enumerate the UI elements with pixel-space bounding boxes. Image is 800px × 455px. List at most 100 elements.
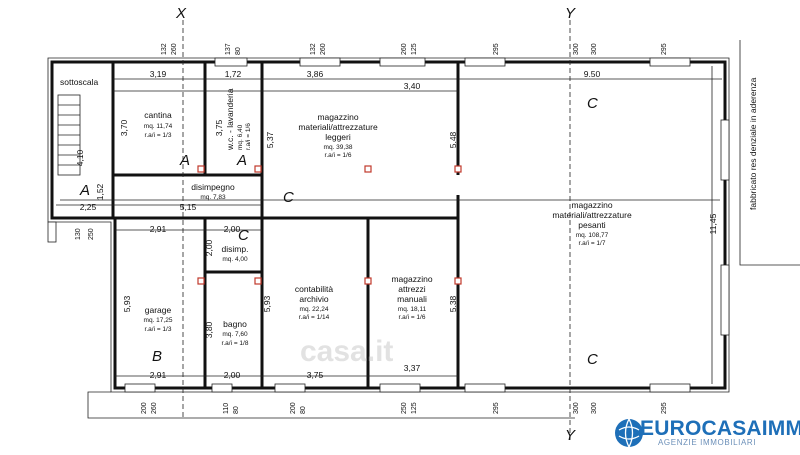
dim-370: 3,70 [119,119,129,136]
room-disimp-name: disimp. [222,244,249,254]
room-magazzino-pesanti-line2: materiali/attrezzature [552,210,632,220]
opening-left-1: 130 [75,228,82,240]
opening-top-2: 260 [171,43,178,55]
room-magazzino-leggeri-area: mq. 39,38 [324,144,353,151]
opening-bottom-4: 80 [233,406,240,414]
agency-logo [612,416,800,450]
room-bagno-name: bagno [223,319,247,329]
dim-172: 1,72 [225,69,242,79]
room-lavanderia-ratio: r.a/i = 1/6 [245,123,252,150]
opening-top-1: 132 [161,43,168,55]
opening-bottom-6: 80 [300,406,307,414]
opening-bottom-11: 300 [591,402,598,414]
room-contabilita-ratio: r.a/i = 1/14 [299,314,330,321]
room-sottoscala: sottoscala [60,77,99,87]
stairs [57,94,81,176]
room-garage-ratio: r.a/i = 1/3 [145,326,172,333]
pillars [197,165,462,285]
room-magazzino-leggeri-line1: magazzino [317,112,358,122]
room-magazzino-manuali-ratio: r.a/i = 1/6 [399,314,426,321]
dim-375: 3,75 [214,119,224,136]
dim-410: 4,10 [75,149,85,166]
dim-537: 5,37 [265,131,275,148]
opening-top-11: 300 [591,43,598,55]
room-contabilita-line2: archivio [299,294,329,304]
room-garage-name: garage [145,305,172,315]
dim-152: 1,52 [95,183,105,200]
opening-bottom-8: 125 [411,402,418,414]
logo-name: EUROCASAIMM [640,417,800,440]
room-contabilita-line1: contabilità [295,284,334,294]
opening-top-3: 137 [225,43,232,55]
dim-548: 5.48 [448,131,458,148]
zone-c-1: C [283,189,294,206]
zone-c-3: C [587,95,598,112]
room-magazzino-pesanti-line3: pesanti [578,220,606,230]
zone-b: B [152,348,162,365]
dim-593-archivio: 5,93 [262,295,272,312]
dim-380: 3,80 [204,321,214,338]
room-magazzino-manuali-line3: manuali [397,294,427,304]
axis-x-top: X [175,5,187,22]
zone-c-2: C [238,227,249,244]
section-lines [60,20,720,440]
globe-icon [615,418,643,448]
room-magazzino-manuali-line1: magazzino [391,274,432,284]
room-magazzino-manuali-line2: attrezzi [398,284,426,294]
axis-y-top: Y [565,5,576,22]
dim-200-top: 2,00 [224,224,241,234]
dim-200-vertical: 2,00 [204,239,214,256]
opening-bottom-2: 260 [151,402,158,414]
dim-291-bottom: 2,91 [150,370,167,380]
opening-left-2: 250 [88,228,95,240]
opening-top-12: 295 [661,43,668,55]
dim-225: 2,25 [80,202,97,212]
dim-340: 3,40 [404,81,421,91]
room-magazzino-pesanti-ratio: r.a/i = 1/7 [579,240,606,247]
dimension-lines [56,66,722,384]
room-cantina-name: cantina [144,110,172,120]
zone-a-1: A [79,182,90,199]
room-disimpegno-name: disimpegno [191,182,235,192]
room-cantina-area: mq. 11,74 [144,123,173,130]
room-magazzino-leggeri-line3: leggeri [325,132,351,142]
opening-top-4: 80 [235,47,242,55]
zone-a-2: A [179,152,190,169]
opening-bottom-7: 250 [401,402,408,414]
dim-375-bottom: 3,75 [307,370,324,380]
room-bagno-ratio: r.a/i = 1/8 [222,340,249,347]
opening-top-5: 132 [310,43,317,55]
room-cantina-ratio: r.a/i = 1/3 [145,132,172,139]
opening-bottom-1: 200 [141,402,148,414]
room-lavanderia-area: mq. 6,40 [237,124,244,150]
room-garage-area: mq. 17,25 [144,317,173,324]
opening-top-8: 125 [411,43,418,55]
opening-bottom-10: 300 [573,402,580,414]
opening-top-6: 260 [320,43,327,55]
room-contabilita-area: mq. 22,24 [300,306,329,313]
opening-bottom-9: 295 [493,402,500,414]
opening-bottom-12: 295 [661,402,668,414]
dim-538: 5.38 [448,295,458,312]
room-magazzino-manuali-area: mq. 18,11 [398,306,427,313]
opening-top-9: 295 [493,43,500,55]
room-bagno-area: mq. 7,60 [222,331,248,338]
zone-c-4: C [587,351,598,368]
dim-291-top: 2,91 [150,224,167,234]
opening-bottom-3: 110 [223,403,230,414]
room-magazzino-pesanti-area: mq. 108,77 [576,232,609,239]
dim-950: 9.50 [584,69,601,79]
watermark: casa.it [300,335,394,368]
adjacent-building-note: fabbricato res denziale in aderenza [748,77,758,210]
dim-319: 3,19 [150,69,167,79]
windows [47,57,730,393]
room-disimp-area: mq. 4,00 [222,256,248,263]
room-magazzino-pesanti-line1: magazzino [571,200,612,210]
zone-a-3: A [236,152,247,169]
room-disimpegno-area: mq. 7,83 [200,194,226,201]
opening-bottom-5: 200 [290,402,297,414]
dim-515: 5,15 [180,202,197,212]
logo-tagline: AGENZIE IMMOBILIARI [658,438,757,447]
dim-200-bottom: 2,00 [224,370,241,380]
